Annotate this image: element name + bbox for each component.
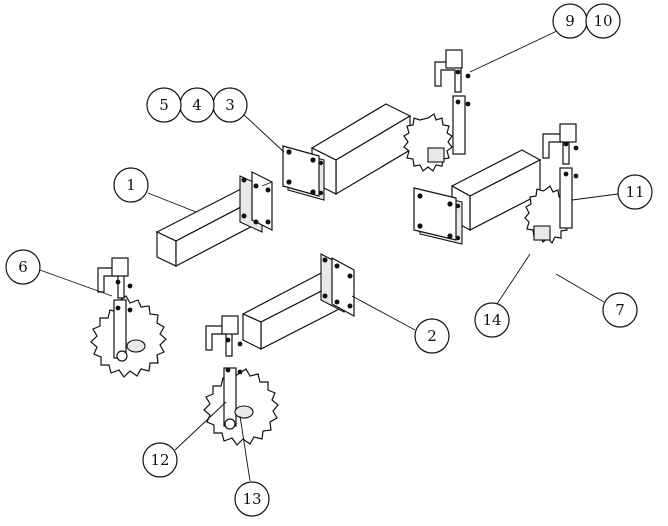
leader-lines bbox=[39, 29, 619, 482]
svg-text:11: 11 bbox=[625, 183, 644, 201]
callout-10: 10 bbox=[585, 3, 621, 39]
callout-2: 2 bbox=[414, 318, 450, 354]
leader-11 bbox=[571, 193, 619, 201]
disc-assembly-lower bbox=[203, 315, 279, 446]
svg-text:2: 2 bbox=[427, 327, 437, 345]
svg-text:7: 7 bbox=[615, 301, 625, 319]
disc-assembly-upper bbox=[403, 49, 471, 172]
svg-text:1: 1 bbox=[126, 176, 136, 194]
svg-text:6: 6 bbox=[18, 258, 28, 276]
tube-part-3 bbox=[282, 103, 412, 201]
callout-1: 1 bbox=[113, 167, 149, 203]
leader-1 bbox=[147, 192, 197, 213]
tube-part-2 bbox=[241, 253, 355, 350]
svg-text:5: 5 bbox=[159, 96, 169, 114]
callout-4: 4 bbox=[179, 87, 215, 123]
svg-text:12: 12 bbox=[150, 451, 169, 469]
callout-7: 7 bbox=[602, 292, 638, 328]
svg-text:3: 3 bbox=[225, 96, 235, 114]
callout-6: 6 bbox=[5, 249, 41, 285]
callout-11: 11 bbox=[617, 174, 653, 210]
leader-12 bbox=[174, 401, 227, 451]
tube-right bbox=[413, 149, 542, 245]
leader-14 bbox=[496, 253, 531, 305]
svg-text:9: 9 bbox=[565, 12, 575, 30]
leader-7 bbox=[555, 273, 605, 303]
callout-13: 13 bbox=[234, 481, 270, 517]
callout-12: 12 bbox=[142, 442, 178, 478]
callout-9: 9 bbox=[552, 3, 588, 39]
svg-text:14: 14 bbox=[482, 311, 501, 329]
leader-3 bbox=[242, 113, 285, 153]
leader-9 bbox=[469, 29, 560, 73]
tube-part-1 bbox=[155, 171, 273, 267]
disc-assembly-left bbox=[90, 257, 167, 378]
callout-14: 14 bbox=[474, 302, 510, 338]
callout-5: 5 bbox=[146, 87, 182, 123]
svg-text:13: 13 bbox=[242, 490, 261, 508]
leader-6 bbox=[39, 269, 113, 297]
leader-2 bbox=[351, 295, 416, 331]
svg-text:4: 4 bbox=[192, 96, 202, 114]
leader-13 bbox=[239, 415, 251, 482]
svg-text:10: 10 bbox=[593, 12, 612, 30]
disc-assembly-right bbox=[524, 123, 579, 245]
callout-3: 3 bbox=[212, 87, 248, 123]
